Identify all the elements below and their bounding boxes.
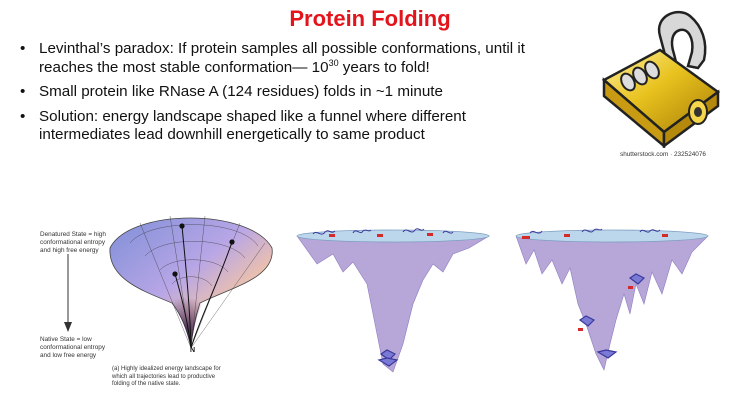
energy-funnel-diagram [109, 215, 273, 349]
bullet-item: •Small protein like RNase A (124 residue… [20, 83, 443, 100]
bullet-glyph: • [20, 107, 26, 125]
bullet-list: •Levinthal’s paradox: If protein samples… [20, 40, 560, 151]
bullet-glyph: • [20, 83, 26, 100]
smooth-landscape-diagram [296, 228, 491, 373]
denatured-state-label: Denatured State = high conformational en… [40, 231, 106, 254]
figure-caption: (a) Highly idealized energy landscape fo… [112, 366, 221, 387]
rugged-landscape-diagram [515, 228, 709, 371]
native-state-label: Native State = low conformational entrop… [40, 336, 106, 359]
slide-title: Protein Folding [289, 6, 451, 31]
native-n-label: N [190, 347, 196, 354]
padlock-icon [601, 10, 721, 148]
bullet-glyph: • [20, 40, 26, 57]
bullet-item: •Levinthal’s paradox: If protein samples… [20, 40, 525, 76]
bullet-item: •Solution: energy landscape shaped like … [20, 107, 466, 144]
arrow-down-icon [64, 254, 72, 332]
image-credit: shutterstock.com · 232524076 [620, 151, 706, 158]
